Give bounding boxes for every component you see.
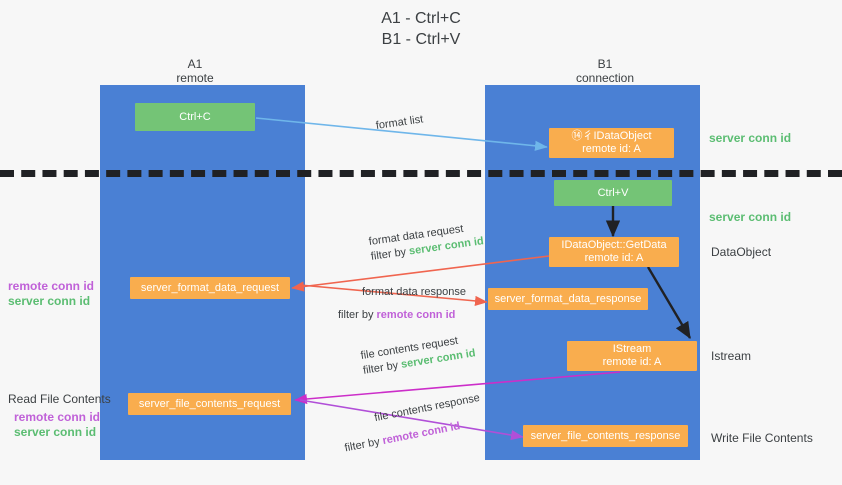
box-ctrl-c[interactable]: Ctrl+C: [135, 103, 255, 131]
left-annotation-read-file-contents: Read File Contents: [8, 392, 111, 406]
arrow-format-data-request: [291, 255, 550, 292]
left-annotation-conn-ids-bottom: remote conn id server conn id: [14, 410, 100, 440]
left-top-server-conn-id: server conn id: [8, 294, 91, 308]
box-idataobject[interactable]: ⑭⼻IDataObject remote id: A: [549, 128, 674, 158]
column-a1-sub: remote: [176, 71, 214, 85]
box-idataobject-line2: remote id: A: [582, 143, 641, 155]
label-format-data-response-line2: filter by remote conn id: [338, 308, 466, 323]
column-header-a1: A1 remote: [130, 57, 260, 85]
arrow-getdata-to-istream: [646, 266, 692, 340]
arrow-file-contents-request: [294, 371, 621, 405]
label-fdres-key: remote conn id: [376, 309, 456, 321]
box-file-contents-request[interactable]: server_file_contents_request: [128, 393, 291, 415]
left-top-remote-conn-id: remote conn id: [8, 279, 95, 293]
left-bottom-remote-conn-id: remote conn id: [14, 410, 101, 424]
arrow-format-list: [255, 117, 548, 151]
column-b1-name: B1: [597, 57, 613, 71]
page-title: A1 - Ctrl+C B1 - Ctrl+V: [0, 8, 842, 50]
box-ctrl-v-line1: Ctrl+V: [597, 186, 629, 199]
box-istream[interactable]: IStream remote id: A: [567, 341, 697, 371]
right-annotation-dataobject: DataObject: [711, 245, 772, 259]
box-ctrl-v[interactable]: Ctrl+V: [554, 180, 672, 206]
box-istream-line1: IStream: [612, 343, 652, 355]
arrow-file-contents-response: [299, 399, 524, 441]
title-line-2: B1 - Ctrl+V: [381, 31, 461, 48]
label-format-data-response: format data response filter by remote co…: [338, 285, 466, 323]
label-fdres-prefix: filter by: [338, 309, 377, 321]
phase-separator: [0, 170, 842, 177]
right-annotation-server-conn-id-1: server conn id: [709, 131, 792, 145]
box-ctrl-c-line1: Ctrl+C: [179, 110, 211, 123]
box-format-data-response-label: server_format_data_response: [494, 292, 642, 305]
column-header-b1: B1 connection: [540, 57, 670, 85]
box-file-contents-response-label: server_file_contents_response: [530, 429, 681, 442]
title-line-1: A1 - Ctrl+C: [381, 10, 461, 27]
box-format-data-request[interactable]: server_format_data_request: [130, 277, 290, 299]
right-annotation-istream: Istream: [711, 349, 752, 363]
box-idataobject-line1: ⑭⼻IDataObject: [571, 130, 652, 142]
box-istream-line2: remote id: A: [602, 356, 662, 368]
box-format-data-response[interactable]: server_format_data_response: [488, 288, 648, 310]
column-b1-sub: connection: [575, 71, 635, 85]
left-annotation-conn-ids-top: remote conn id server conn id: [8, 279, 94, 309]
arrow-format-data-response: [299, 284, 488, 307]
box-getdata-line2: remote id: A: [584, 252, 644, 264]
label-format-data-response-line1: format data response: [362, 286, 466, 298]
left-bottom-server-conn-id: server conn id: [14, 425, 97, 439]
column-a1-name: A1: [187, 57, 203, 71]
box-getdata-line1: IDataObject::GetData: [561, 239, 667, 251]
box-file-contents-response[interactable]: server_file_contents_response: [523, 425, 688, 447]
label-fdreq-prefix: filter by: [370, 245, 410, 263]
box-getdata[interactable]: IDataObject::GetData remote id: A: [549, 237, 679, 267]
right-annotation-server-conn-id-2: server conn id: [709, 210, 792, 224]
box-format-data-request-label: server_format_data_request: [140, 281, 280, 294]
right-annotation-write-file-contents: Write File Contents: [711, 431, 813, 445]
box-file-contents-request-label: server_file_contents_request: [138, 397, 281, 410]
